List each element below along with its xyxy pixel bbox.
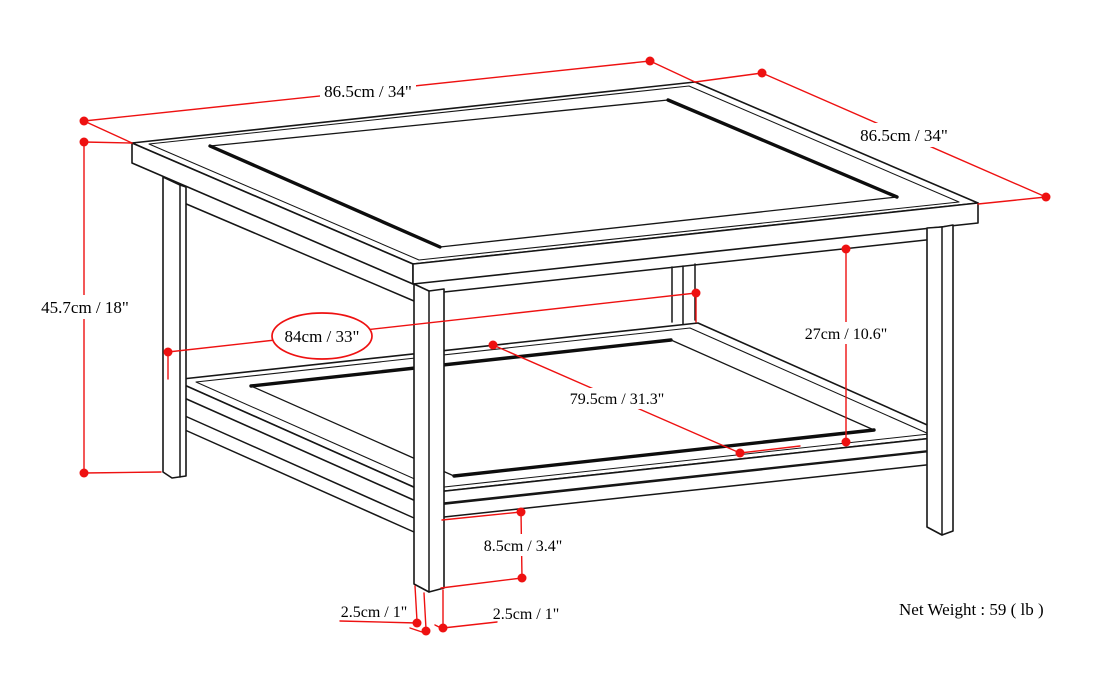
dim-label-leg-right: 2.5cm / 1" bbox=[493, 606, 560, 623]
tabletop bbox=[131, 81, 979, 285]
dim-label-height: 45.7cm / 18" bbox=[41, 298, 129, 317]
dimension-overlay bbox=[42, 56, 1051, 636]
dim-label-top-width: 86.5cm / 34" bbox=[324, 82, 412, 101]
dim-label-shelf-to-floor: 8.5cm / 3.4" bbox=[484, 538, 563, 555]
dim-label-top-to-shelf: 27cm / 10.6" bbox=[805, 326, 888, 343]
left-leg bbox=[162, 176, 187, 479]
dim-label-top-depth: 86.5cm / 34" bbox=[860, 126, 948, 145]
highlight-ellipse bbox=[271, 312, 373, 360]
dim-label-leg-left: 2.5cm / 1" bbox=[341, 604, 408, 621]
front-leg bbox=[413, 283, 445, 593]
right-leg bbox=[926, 224, 954, 536]
net-weight-label: Net Weight : 59 ( lb ) bbox=[899, 600, 1044, 619]
dim-label-leg-span: 84cm / 33" bbox=[285, 327, 360, 346]
dim-label-shelf-depth: 79.5cm / 31.3" bbox=[570, 391, 665, 408]
dimension-labels: 86.5cm / 34" 86.5cm / 34" 45.7cm / 18" 8… bbox=[41, 82, 1044, 623]
